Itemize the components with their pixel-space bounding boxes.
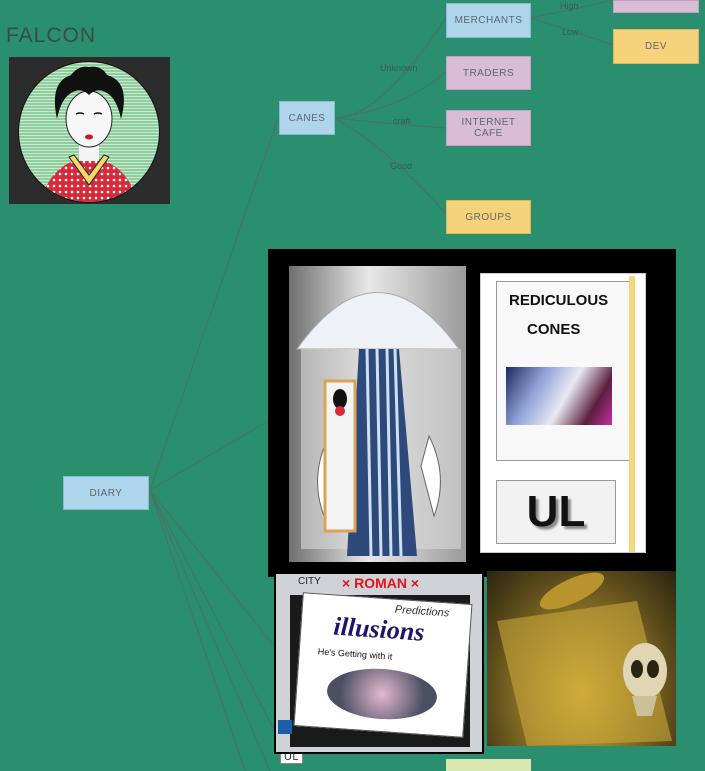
alien-scene-image: [487, 571, 676, 746]
robed-figure-image: [289, 266, 466, 562]
edge-label-unknown: Unknown: [380, 63, 418, 73]
node-traders[interactable]: TRADERS: [446, 56, 531, 90]
cover-artwork: [325, 665, 439, 723]
poster-heading-line2: CONES: [527, 321, 581, 338]
node-internet-cafe[interactable]: INTERNET CAFE: [446, 110, 531, 146]
poster-bottom-text: UL: [526, 487, 586, 536]
node-partial-bottom[interactable]: [446, 759, 531, 771]
edge-label-high: High: [560, 1, 579, 11]
node-diary[interactable]: DIARY: [63, 476, 149, 510]
node-groups[interactable]: GROUPS: [446, 200, 531, 234]
node-dev[interactable]: DEV: [613, 29, 699, 64]
node-merchants[interactable]: MERCHANTS: [446, 3, 531, 38]
node-partial-top[interactable]: [613, 0, 699, 13]
geisha-avatar: [9, 57, 170, 204]
edge-label-craft: craft: [393, 116, 411, 126]
poster-image-panel: REDICULOUS CONES UL: [268, 249, 676, 577]
poster-photo: [506, 367, 612, 425]
cover-tagline: He's Getting with it: [317, 646, 393, 662]
poster-scrollbar[interactable]: [629, 276, 635, 552]
cover-roman: × ROMAN ×: [342, 575, 420, 591]
node-canes[interactable]: CANES: [279, 101, 335, 135]
illusions-cover-image: CITY × ROMAN × Predictions illusions He'…: [274, 572, 484, 754]
cover-city: CITY: [298, 576, 321, 587]
edge-label-good: Good: [390, 161, 412, 171]
rediculous-cones-poster: REDICULOUS CONES UL: [480, 273, 646, 553]
page-title: FALCON: [6, 24, 97, 47]
edge-label-low: Low: [562, 27, 579, 37]
poster-heading-line1: REDICULOUS: [509, 292, 609, 309]
cover-headline: illusions: [332, 611, 426, 647]
